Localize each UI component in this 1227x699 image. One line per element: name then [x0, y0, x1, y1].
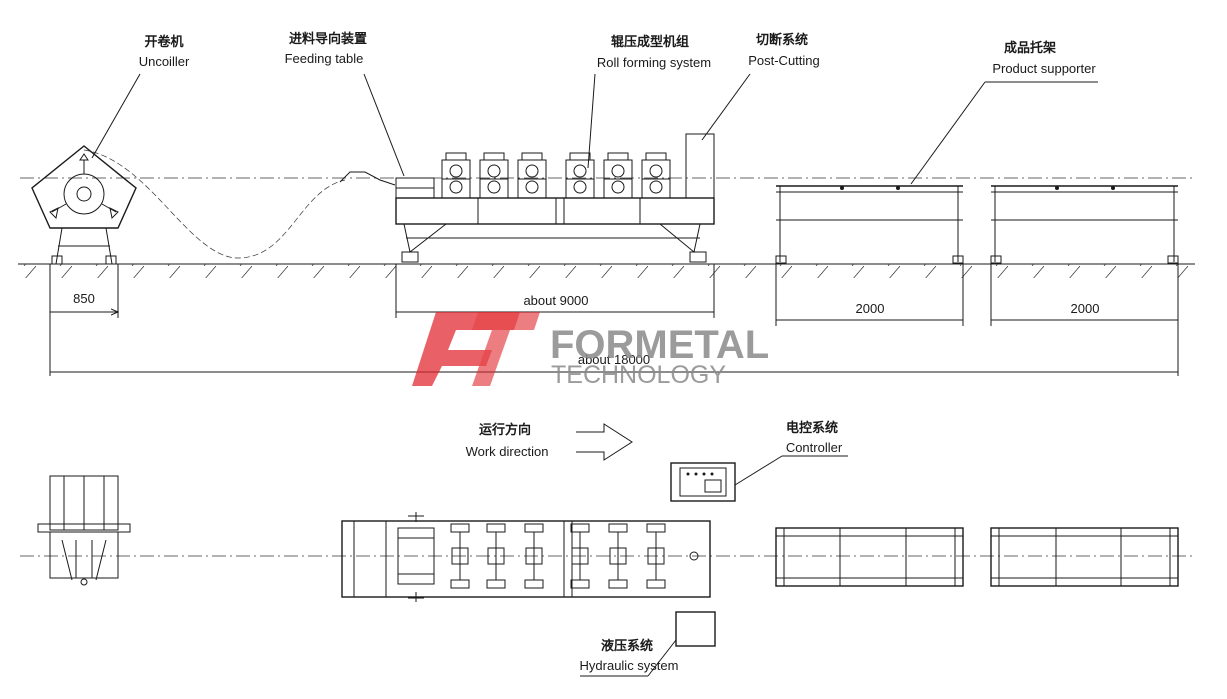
leader-lines [91, 73, 1098, 185]
work-direction-label-zh: 运行方向 [479, 422, 531, 438]
controller-label-en: Controller [786, 440, 843, 455]
dim-supporter-2: 2000 [1071, 301, 1100, 316]
forming-stand-elevation [565, 152, 595, 199]
work-direction-label-en: Work direction [466, 444, 549, 459]
forming-stand-elevation [603, 152, 633, 199]
coil-strip [83, 149, 346, 259]
feeding-table-label-en: Feeding table [285, 51, 364, 66]
logo-sub: TECHNOLOGY [551, 361, 726, 389]
logo-t-mark [472, 312, 540, 386]
dim-total-length: about 18000 [578, 352, 650, 367]
hydraulic-label-en: Hydraulic system [580, 658, 679, 673]
forming-stand-plan [486, 523, 506, 589]
roll-forming-label-zh: 辊压成型机组 [611, 34, 689, 50]
feed-guide-tip [339, 171, 396, 186]
uncoiller-plan [37, 475, 131, 586]
logo-f-mark [412, 312, 520, 386]
hydraulic-label-zh: 液压系统 [601, 638, 653, 654]
uncoiller-label-en: Uncoiller [139, 54, 190, 69]
uncoiller-label-zh: 开卷机 [144, 34, 183, 50]
product-supporter-2-plan [990, 527, 1179, 587]
ground-line [18, 263, 1195, 278]
product-supporter-2-elevation [990, 185, 1179, 264]
product-supporter-label-zh: 成品托架 [1004, 40, 1056, 56]
forming-stand-elevation [641, 152, 671, 199]
roll-forming-machine-plan [341, 512, 711, 602]
dim-supporter-1: 2000 [856, 301, 885, 316]
forming-stand-plan [524, 523, 544, 589]
forming-stand-elevation [479, 152, 509, 199]
roll-forming-label-en: Roll forming system [597, 55, 711, 70]
roll-forming-machine-elevation [395, 133, 715, 263]
forming-stand-elevation [441, 152, 471, 199]
uncoiller-elevation [31, 145, 137, 265]
logo-name: FORMETAL [550, 323, 769, 367]
post-cutting-label-zh: 切断系统 [756, 32, 808, 48]
formetal-logo: FORMETAL TECHNOLOGY [412, 312, 769, 389]
dim-uncoiller-width: 850 [73, 291, 95, 306]
product-supporter-1-elevation [775, 185, 964, 264]
forming-stand-plan [608, 523, 628, 589]
feeding-table-label-zh: 进料导向装置 [289, 31, 367, 47]
product-supporter-label-en: Product supporter [992, 61, 1096, 76]
forming-stand-plan [570, 523, 590, 589]
controller-label-zh: 电控系统 [786, 420, 838, 436]
forming-stand-plan [450, 523, 470, 589]
forming-stand-elevation [517, 152, 547, 199]
controller-box [670, 455, 848, 502]
post-cutting-label-en: Post-Cutting [748, 53, 820, 68]
dim-machine-length: about 9000 [523, 293, 588, 308]
hydraulic-box [580, 611, 716, 677]
product-supporter-1-plan [775, 527, 964, 587]
forming-stand-plan [646, 523, 666, 589]
work-direction-arrow [576, 423, 633, 461]
